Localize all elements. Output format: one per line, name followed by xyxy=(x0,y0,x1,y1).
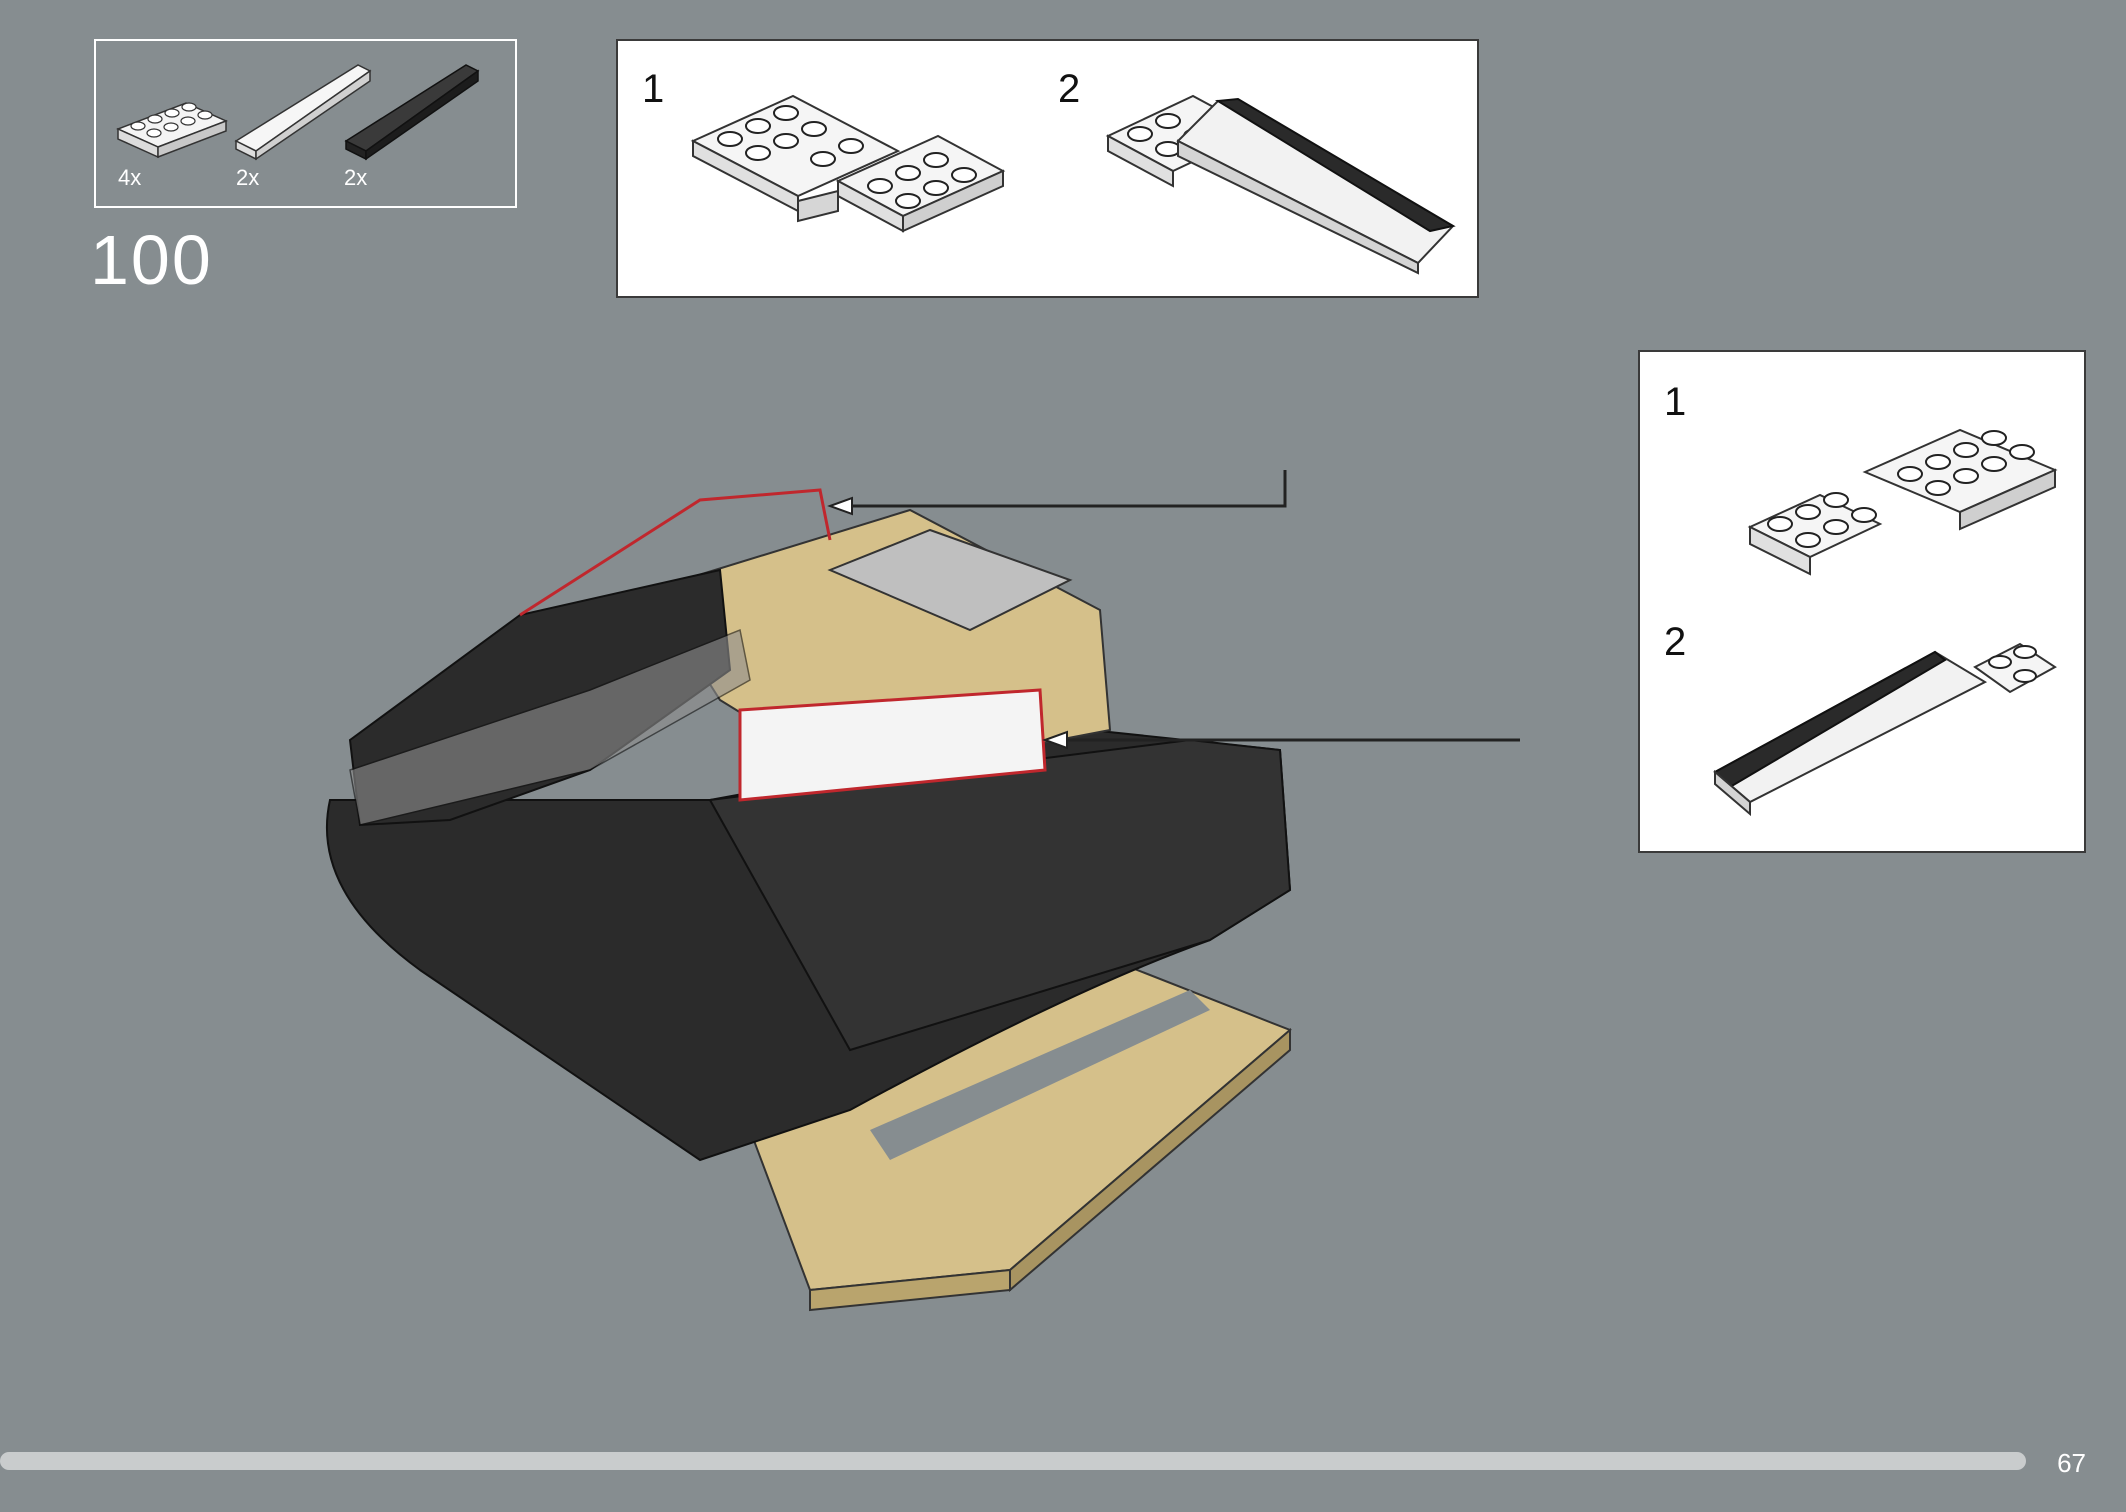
black-hull xyxy=(325,728,1292,1162)
sub-assembly-callout-right: 1 2 xyxy=(1638,350,2086,853)
substep-number: 2 xyxy=(1058,67,1081,111)
black-bow-top xyxy=(348,568,751,827)
parts-list-illustration xyxy=(116,64,480,161)
wedge-assembly-icon xyxy=(1713,642,2057,817)
white-plates-assembly-icon xyxy=(1747,428,2058,576)
progress-bar xyxy=(0,1452,2026,1470)
callout-right-illustration xyxy=(1713,428,2058,817)
substep-number: 2 xyxy=(1664,620,1687,664)
callout-connector-lines xyxy=(827,470,1520,750)
part-white-plate-icon xyxy=(116,102,228,159)
wedge-assembly-icon xyxy=(1105,94,1456,275)
model-illustration xyxy=(325,470,1520,1312)
part-quantity: 2x xyxy=(236,165,260,190)
part-quantity: 2x xyxy=(344,165,368,190)
parts-list-box: 4x 2x 2x xyxy=(94,39,517,208)
substep-number: 1 xyxy=(642,67,665,111)
sub-assembly-callout-top: 1 2 xyxy=(616,39,1479,298)
highlight-white-part xyxy=(738,688,1047,802)
part-quantity: 4x xyxy=(118,165,142,190)
page-number: 67 xyxy=(2057,1448,2086,1478)
callout-top-illustration xyxy=(690,94,1456,275)
part-white-wedge-icon xyxy=(234,64,372,161)
white-plates-assembly-icon xyxy=(690,94,1006,233)
highlight-outline xyxy=(519,488,832,617)
part-black-wedge-icon xyxy=(344,64,480,161)
substep-number: 1 xyxy=(1664,380,1687,424)
step-number: 100 xyxy=(90,221,213,299)
